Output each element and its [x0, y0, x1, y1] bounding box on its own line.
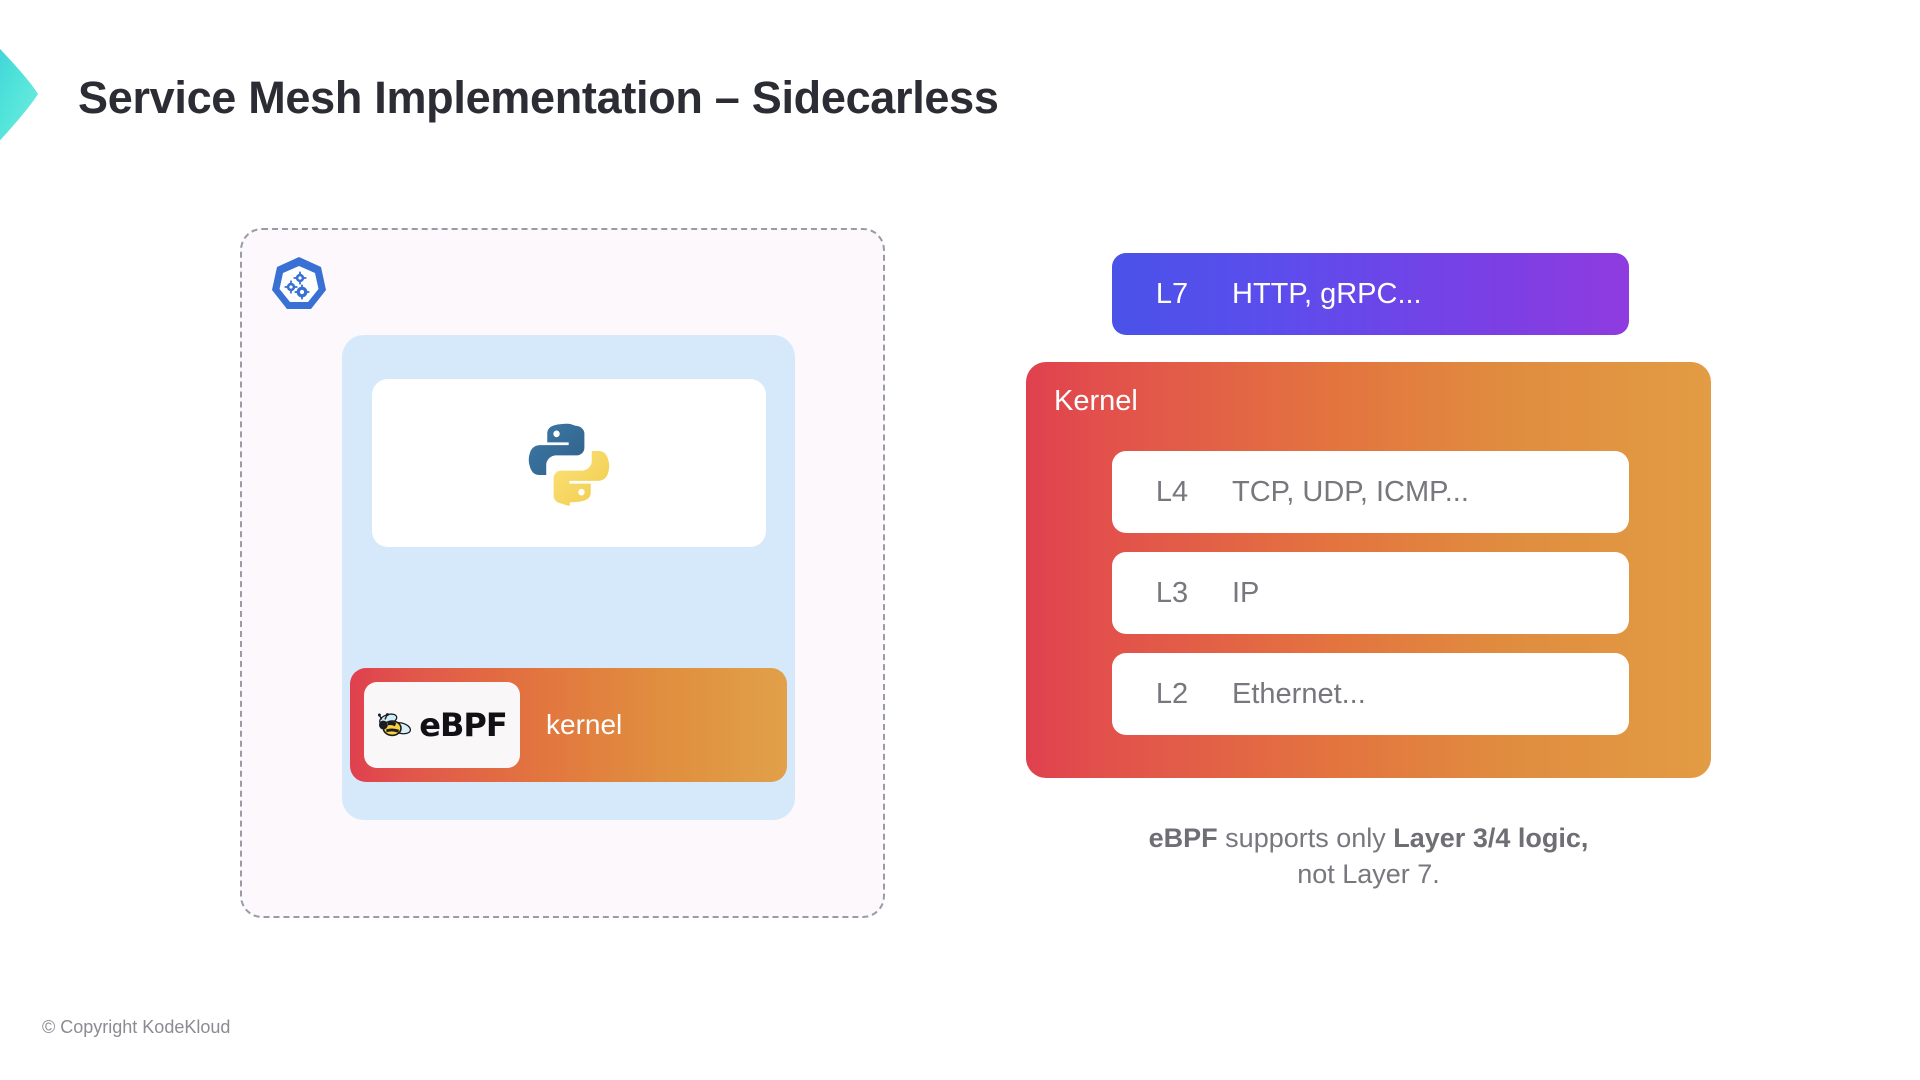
- layer-protocols-l2: Ethernet...: [1232, 677, 1366, 710]
- layer-code-l7: L7: [1155, 277, 1189, 310]
- caption-part-3: Layer 3/4 logic,: [1393, 823, 1589, 853]
- kernel-stack-title: Kernel: [1054, 385, 1138, 417]
- kernel-layer-list: L4 TCP, UDP, ICMP... L3 IP L2 Ethernet..…: [1112, 451, 1629, 754]
- brand-chevron-logo: [0, 10, 58, 180]
- copyright-footer: © Copyright KodeKloud: [42, 1017, 231, 1037]
- layer-code-l4: L4: [1155, 475, 1189, 508]
- kernel-stack-container: Kernel L4 TCP, UDP, ICMP... L3 IP L2 Eth…: [1026, 362, 1711, 778]
- layer-protocols-l4: TCP, UDP, ICMP...: [1232, 475, 1469, 508]
- kubernetes-icon: [266, 254, 332, 320]
- caption-part-4: not Layer 7.: [1297, 859, 1440, 890]
- ebpf-kernel-bar: eBPF kernel: [350, 668, 787, 782]
- layer-row-l7: L7 HTTP, gRPC...: [1112, 253, 1629, 335]
- caption-text: eBPF supports only Layer 3/4 logic, not L…: [1026, 820, 1711, 893]
- layer-row-l3: L3 IP: [1112, 552, 1629, 634]
- python-logo-icon: [523, 417, 615, 509]
- layer-protocols-l3: IP: [1232, 576, 1260, 609]
- bee-icon: [377, 709, 417, 741]
- application-card: [372, 379, 766, 547]
- ebpf-logo-chip: eBPF: [364, 682, 520, 768]
- node-dashed-container: eBPF kernel: [240, 228, 885, 918]
- layer-code-l3: L3: [1155, 576, 1189, 609]
- ebpf-wordmark: eBPF: [419, 706, 507, 744]
- layer-row-l4: L4 TCP, UDP, ICMP...: [1112, 451, 1629, 533]
- caption-part-1: eBPF: [1148, 823, 1218, 853]
- caption-part-2: supports only: [1217, 823, 1394, 853]
- layer-protocols-l7: HTTP, gRPC...: [1232, 277, 1422, 310]
- pod-container: eBPF kernel: [342, 335, 795, 820]
- layer-row-l2: L2 Ethernet...: [1112, 653, 1629, 735]
- layer-code-l2: L2: [1155, 677, 1189, 710]
- page-title: Service Mesh Implementation – Sidecarles…: [78, 72, 999, 123]
- kernel-bar-label: kernel: [546, 709, 623, 740]
